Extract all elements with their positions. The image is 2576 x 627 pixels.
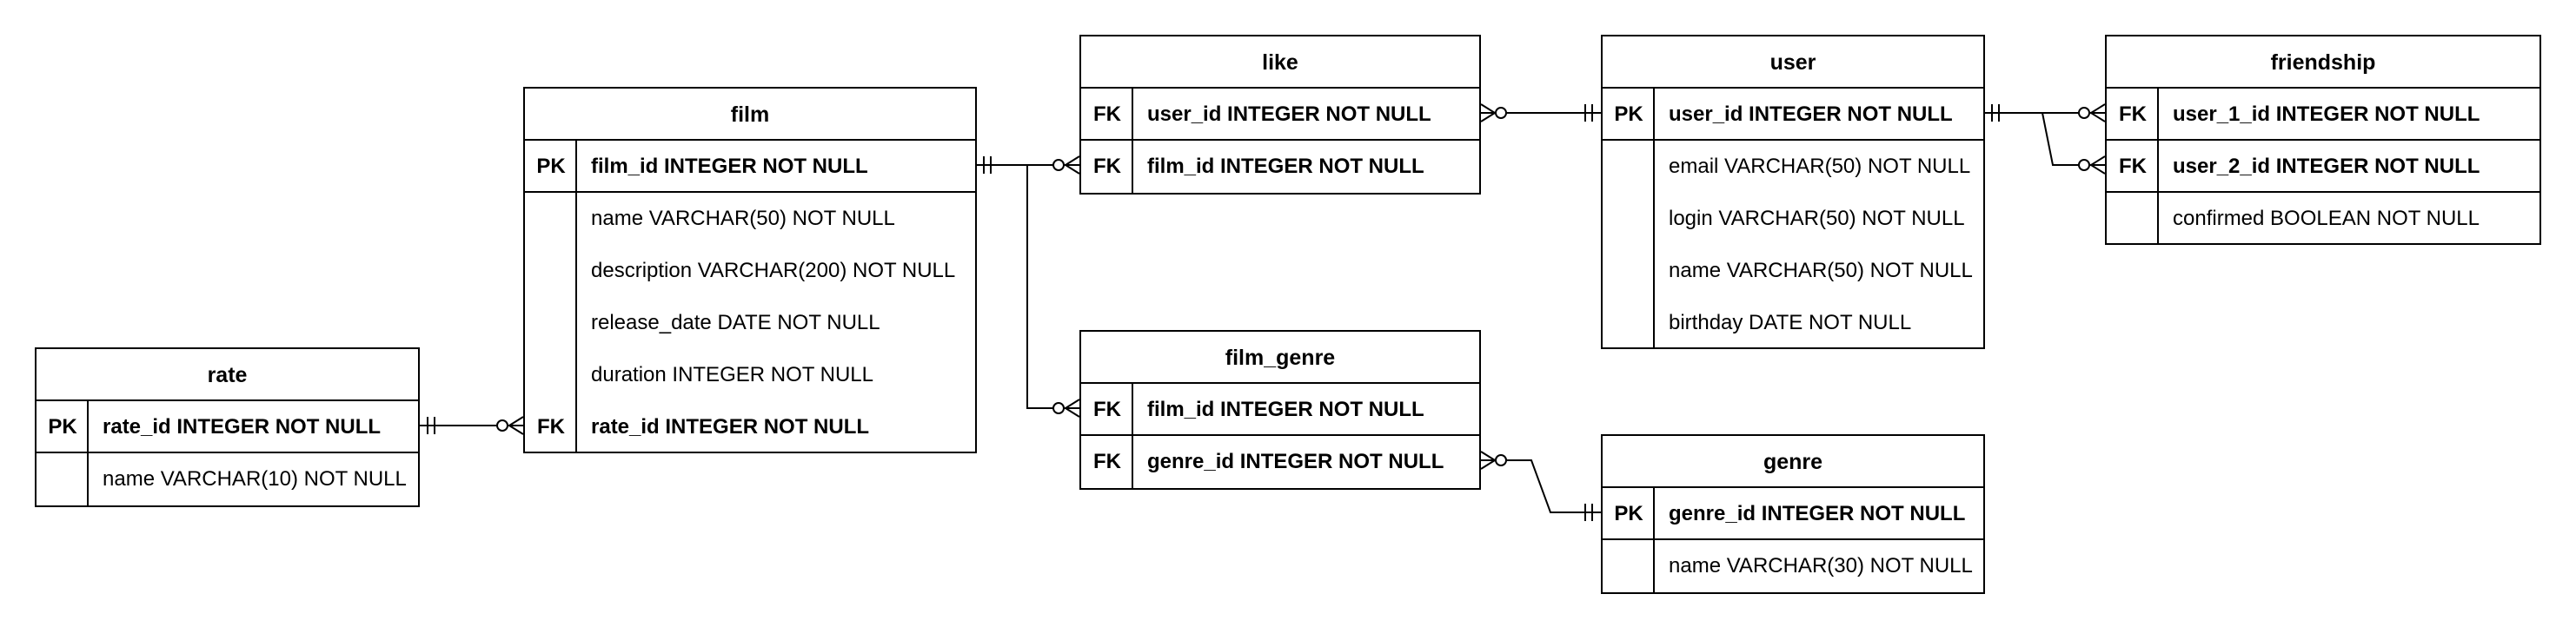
field-row: birthday DATE NOT NULL — [1603, 297, 1983, 349]
fk-label: FK — [1093, 102, 1121, 126]
field-label: birthday DATE NOT NULL — [1669, 311, 1912, 334]
connector-film-like — [977, 155, 1080, 175]
key-column — [1603, 488, 1655, 592]
connector-user-friendship — [1985, 103, 2106, 175]
entity-rate[interactable]: rate PK rate_id INTEGER NOT NULL name VA… — [35, 347, 420, 507]
pk-label: PK — [1614, 502, 1643, 525]
field-row: PK rate_id INTEGER NOT NULL — [37, 401, 418, 453]
field-row: FK user_id INTEGER NOT NULL — [1081, 89, 1479, 141]
entity-body: FK film_id INTEGER NOT NULL FK genre_id … — [1081, 384, 1479, 488]
field-row: PK user_id INTEGER NOT NULL — [1603, 89, 1983, 141]
pk-label: PK — [1614, 102, 1643, 126]
field-label: genre_id INTEGER NOT NULL — [1147, 450, 1444, 473]
field-label: name VARCHAR(50) NOT NULL — [1669, 259, 1973, 282]
key-column — [37, 401, 89, 505]
field-label: email VARCHAR(50) NOT NULL — [1669, 155, 1971, 178]
key-column — [1603, 89, 1655, 349]
fk-label: FK — [537, 415, 565, 439]
connector-film-genre-genre — [1480, 451, 1601, 521]
field-label: genre_id INTEGER NOT NULL — [1669, 502, 1966, 525]
entity-genre[interactable]: genre PK genre_id INTEGER NOT NULL name … — [1601, 434, 1985, 594]
field-row: FK film_id INTEGER NOT NULL — [1081, 384, 1479, 436]
field-label: confirmed BOOLEAN NOT NULL — [2173, 207, 2480, 230]
field-row: name VARCHAR(50) NOT NULL — [1603, 245, 1983, 297]
entity-body: FK user_1_id INTEGER NOT NULL FK user_2_… — [2107, 89, 2539, 245]
fk-label: FK — [1093, 450, 1121, 473]
field-label: rate_id INTEGER NOT NULL — [591, 415, 870, 439]
entity-title: user — [1603, 36, 1983, 89]
connector-like-user — [1480, 103, 1601, 122]
field-label: film_id INTEGER NOT NULL — [1147, 155, 1424, 178]
field-row: confirmed BOOLEAN NOT NULL — [2107, 193, 2539, 245]
connector-rate-film — [420, 416, 524, 435]
pk-label: PK — [536, 155, 566, 178]
field-row: FK genre_id INTEGER NOT NULL — [1081, 436, 1479, 488]
field-label: release_date DATE NOT NULL — [591, 311, 880, 334]
field-row: duration INTEGER NOT NULL — [525, 349, 975, 401]
field-label: name VARCHAR(10) NOT NULL — [103, 467, 407, 491]
entity-title: genre — [1603, 436, 1983, 488]
field-row: FK rate_id INTEGER NOT NULL — [525, 401, 975, 453]
entity-body: FK user_id INTEGER NOT NULL FK film_id I… — [1081, 89, 1479, 193]
field-row: FK user_1_id INTEGER NOT NULL — [2107, 89, 2539, 141]
field-label: rate_id INTEGER NOT NULL — [103, 415, 382, 439]
field-label: user_id INTEGER NOT NULL — [1669, 102, 1953, 126]
field-label: film_id INTEGER NOT NULL — [591, 155, 868, 178]
field-label: film_id INTEGER NOT NULL — [1147, 398, 1424, 421]
key-column — [1081, 384, 1133, 488]
field-row: PK genre_id INTEGER NOT NULL — [1603, 488, 1983, 540]
fk-label: FK — [2119, 102, 2147, 126]
key-column — [1081, 89, 1133, 193]
field-label: name VARCHAR(50) NOT NULL — [591, 207, 895, 230]
entity-user[interactable]: user PK user_id INTEGER NOT NULL email V… — [1601, 35, 1985, 349]
field-row: name VARCHAR(10) NOT NULL — [37, 453, 418, 505]
field-label: user_1_id INTEGER NOT NULL — [2173, 102, 2480, 126]
entity-friendship[interactable]: friendship FK user_1_id INTEGER NOT NULL… — [2105, 35, 2541, 245]
field-row: login VARCHAR(50) NOT NULL — [1603, 193, 1983, 245]
field-row: name VARCHAR(50) NOT NULL — [525, 193, 975, 245]
fk-label: FK — [1093, 155, 1121, 178]
entity-title: rate — [37, 349, 418, 401]
field-row: email VARCHAR(50) NOT NULL — [1603, 141, 1983, 193]
fk-label: FK — [1093, 398, 1121, 421]
field-row: release_date DATE NOT NULL — [525, 297, 975, 349]
entity-title: friendship — [2107, 36, 2539, 89]
fk-label: FK — [2119, 155, 2147, 178]
field-row: name VARCHAR(30) NOT NULL — [1603, 540, 1983, 592]
field-label: description VARCHAR(200) NOT NULL — [591, 259, 956, 282]
entity-title: film — [525, 89, 975, 141]
entity-film[interactable]: film PK film_id INTEGER NOT NULL name VA… — [523, 87, 977, 453]
entity-body: PK genre_id INTEGER NOT NULL name VARCHA… — [1603, 488, 1983, 592]
entity-title: like — [1081, 36, 1479, 89]
field-label: duration INTEGER NOT NULL — [591, 363, 873, 386]
field-row: description VARCHAR(200) NOT NULL — [525, 245, 975, 297]
field-label: name VARCHAR(30) NOT NULL — [1669, 554, 1973, 578]
connector-film-film-genre — [1026, 165, 1080, 418]
field-label: login VARCHAR(50) NOT NULL — [1669, 207, 1965, 230]
entity-like[interactable]: like FK user_id INTEGER NOT NULL FK film… — [1079, 35, 1481, 195]
field-label: user_2_id INTEGER NOT NULL — [2173, 155, 2480, 178]
field-row: PK film_id INTEGER NOT NULL — [525, 141, 975, 193]
key-column — [525, 141, 577, 453]
entity-title: film_genre — [1081, 332, 1479, 384]
key-column — [2107, 89, 2159, 245]
pk-label: PK — [48, 415, 77, 439]
entity-body: PK rate_id INTEGER NOT NULL name VARCHAR… — [37, 401, 418, 505]
entity-film-genre[interactable]: film_genre FK film_id INTEGER NOT NULL F… — [1079, 330, 1481, 490]
field-label: user_id INTEGER NOT NULL — [1147, 102, 1431, 126]
entity-body: PK film_id INTEGER NOT NULL name VARCHAR… — [525, 141, 975, 453]
field-row: FK user_2_id INTEGER NOT NULL — [2107, 141, 2539, 193]
entity-body: PK user_id INTEGER NOT NULL email VARCHA… — [1603, 89, 1983, 349]
field-row: FK film_id INTEGER NOT NULL — [1081, 141, 1479, 193]
